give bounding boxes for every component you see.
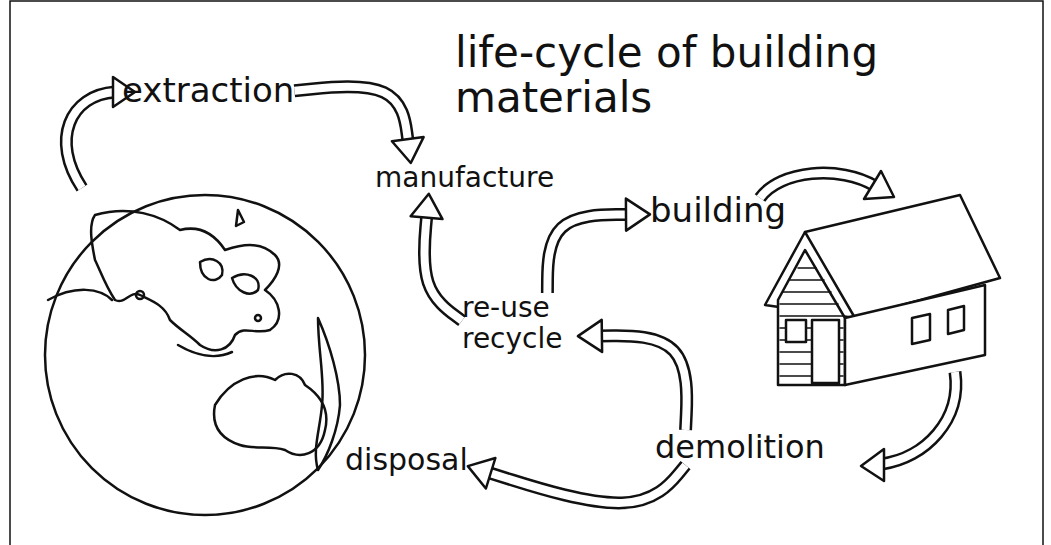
arrow-head — [864, 171, 894, 199]
arrow-head — [578, 320, 602, 352]
arrow-shaft — [598, 336, 687, 430]
arrow-shaft — [294, 87, 408, 144]
diagram-title: life-cycle of building materials — [455, 30, 925, 121]
flow-arrow — [861, 372, 956, 481]
arrow-shaft — [598, 336, 687, 430]
house-side-wall — [845, 285, 985, 385]
flow-arrow — [578, 320, 687, 430]
stage-label-node: building — [650, 192, 786, 229]
island-outline — [136, 291, 144, 299]
globe-outline — [45, 195, 365, 515]
house-window — [786, 320, 806, 342]
flow-arrow — [468, 458, 686, 503]
arrow-shaft — [547, 215, 630, 293]
stage-label-node: extraction — [122, 72, 294, 109]
flow-arrow — [294, 87, 423, 163]
arrow-shaft — [424, 214, 462, 321]
house-door — [812, 320, 839, 383]
house-window — [948, 306, 964, 334]
stage-label: building — [650, 192, 786, 229]
continent-outline — [214, 374, 326, 455]
house-window — [912, 314, 930, 344]
continent-outline — [91, 211, 279, 350]
stage-label: disposal — [345, 443, 468, 476]
stage-label: extraction — [122, 72, 294, 109]
house-front-wall — [778, 250, 845, 385]
arrow-shaft — [66, 92, 115, 188]
arrow-head — [411, 194, 443, 219]
arrow-shaft — [66, 92, 115, 188]
continent-outline — [178, 345, 232, 356]
arrow-shaft — [487, 465, 686, 503]
stage-label: demolition — [655, 430, 825, 465]
arrow-head — [392, 137, 424, 163]
stage-label-node: manufacture — [375, 163, 554, 194]
arrow-head — [626, 199, 650, 231]
stage-label-node: re-use recycle — [462, 293, 584, 355]
continent-outline — [48, 290, 112, 300]
arrow-shaft — [294, 87, 408, 144]
continent-outline — [236, 210, 244, 226]
arrow-head — [861, 449, 884, 481]
stage-label-node: demolition — [655, 430, 825, 465]
globe-illustration — [45, 195, 365, 515]
continent-outline — [232, 274, 259, 293]
stage-label: manufacture — [375, 163, 554, 194]
stage-label: re-use recycle — [462, 293, 584, 355]
house-illustration — [765, 195, 1000, 385]
island-outline — [255, 315, 261, 321]
arrow-shaft — [882, 372, 956, 464]
stage-label-node: disposal — [345, 443, 468, 476]
page-frame — [10, 1, 1043, 545]
arrow-shaft — [424, 214, 462, 321]
arrow-shaft — [882, 372, 956, 464]
flow-arrow — [411, 194, 462, 321]
flow-arrow — [547, 199, 650, 293]
arrow-shaft — [487, 465, 686, 503]
arrow-head — [468, 458, 496, 489]
arrow-shaft — [547, 215, 630, 293]
continent-outline — [200, 259, 222, 280]
continent-outline — [316, 318, 340, 470]
